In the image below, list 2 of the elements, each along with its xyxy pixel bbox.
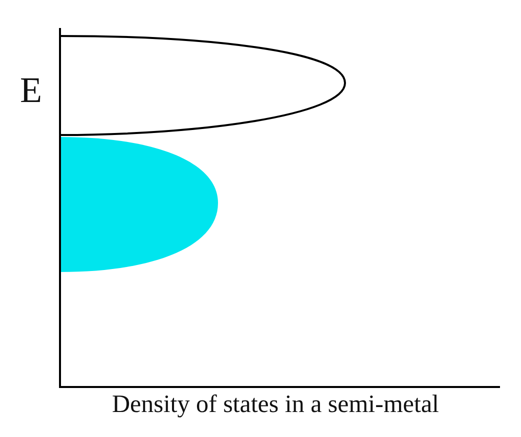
axis-label: E [20, 72, 42, 108]
caption: Density of states in a semi-metal [110, 391, 440, 418]
